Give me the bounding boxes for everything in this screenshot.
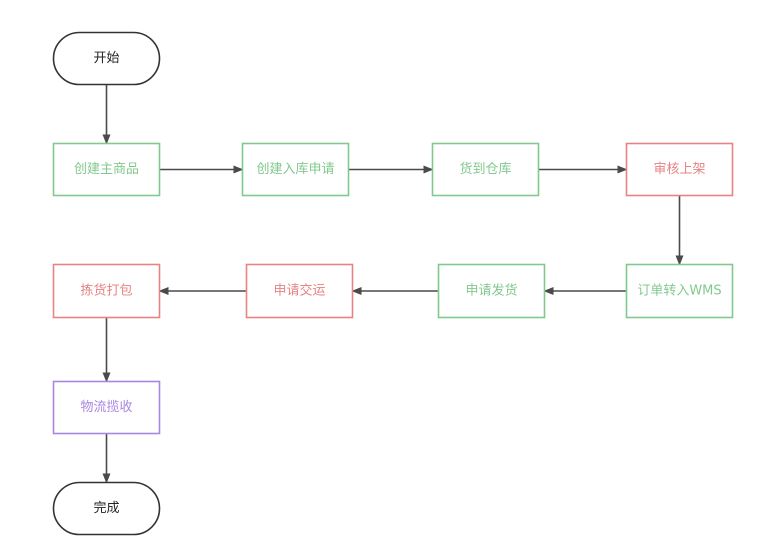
terminal-shape xyxy=(52,31,161,86)
process-box xyxy=(245,263,354,319)
terminal-shape xyxy=(52,481,161,536)
process-box xyxy=(625,142,734,197)
node-label: 创建入库申请 xyxy=(256,161,334,177)
process-box xyxy=(241,142,350,197)
node-finish: 完成 xyxy=(52,481,161,536)
node-order-wms: 订单转入WMS xyxy=(625,263,734,319)
process-box xyxy=(437,263,546,319)
node-label: 申请交运 xyxy=(273,283,325,299)
node-label: 审核上架 xyxy=(653,162,705,177)
node-label: 开始 xyxy=(93,51,119,66)
process-box xyxy=(431,142,540,197)
node-label: 货到仓库 xyxy=(459,161,511,177)
node-label: 订单转入WMS xyxy=(637,284,721,299)
edges xyxy=(102,84,684,484)
node-create-product: 创建主商品 xyxy=(52,142,161,197)
node-logistics-pickup: 物流揽收 xyxy=(52,380,161,435)
node-create-inbound: 创建入库申请 xyxy=(241,142,350,197)
node-label: 创建主商品 xyxy=(74,162,139,177)
node-label: 拣货打包 xyxy=(80,283,132,299)
node-goods-arrive: 货到仓库 xyxy=(431,142,540,197)
node-pick-pack: 拣货打包 xyxy=(52,263,161,319)
process-box xyxy=(52,142,161,197)
node-label: 完成 xyxy=(93,501,119,516)
process-box xyxy=(52,380,161,435)
node-apply-ship: 申请发货 xyxy=(437,263,546,319)
node-review-shelve: 审核上架 xyxy=(625,142,734,197)
node-start: 开始 xyxy=(52,31,161,86)
node-label: 物流揽收 xyxy=(80,399,132,415)
process-box xyxy=(625,263,734,319)
node-apply-deliver: 申请交运 xyxy=(245,263,354,319)
process-box xyxy=(52,263,161,319)
node-label: 申请发货 xyxy=(465,283,517,299)
